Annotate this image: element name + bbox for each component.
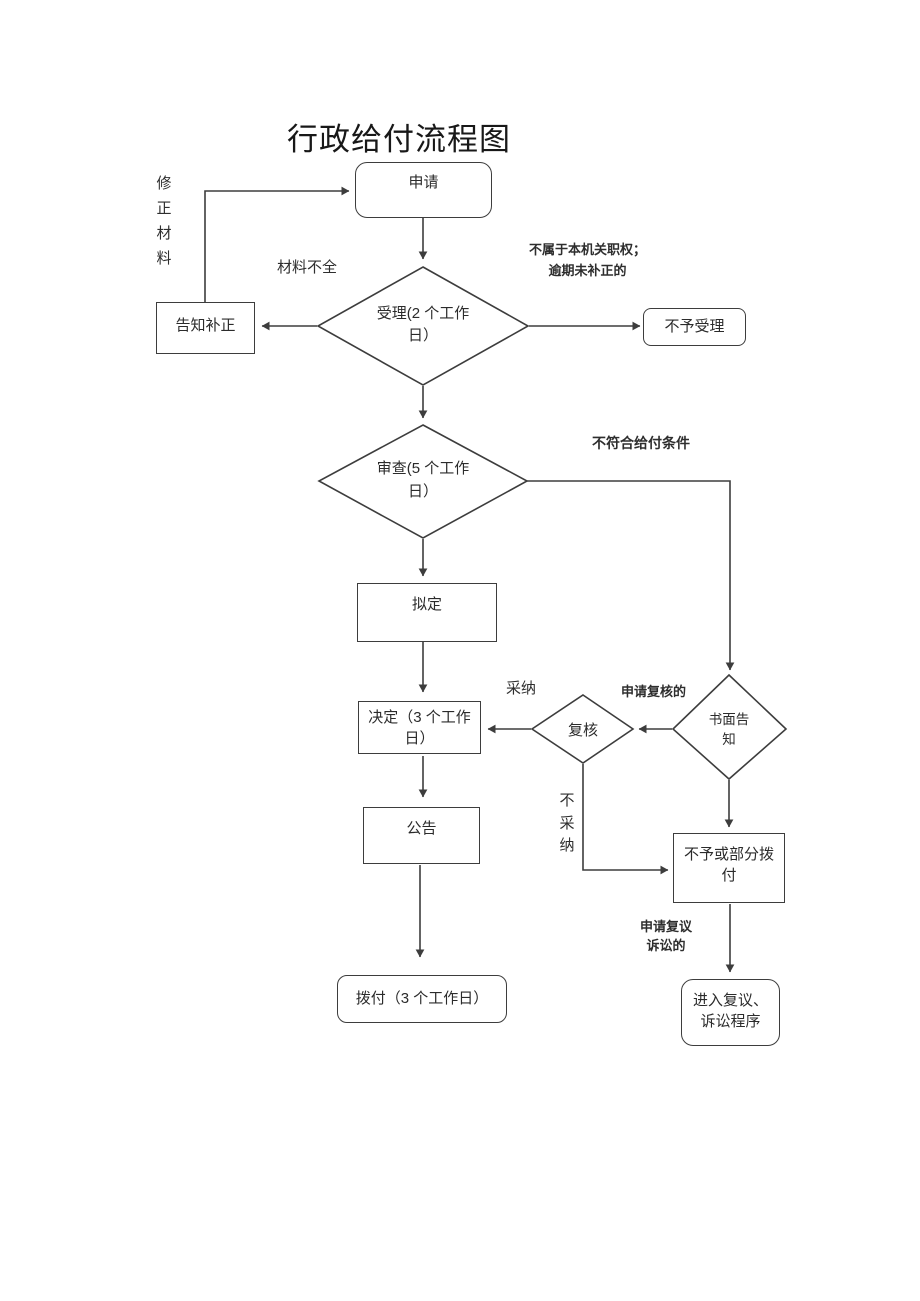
node-announcement: 公告 [363,807,480,864]
written-notice-diamond [671,673,788,781]
accept-diamond [316,266,530,386]
node-disburse: 拨付（3 个工作日） [337,975,507,1023]
node-notify-correction: 告知补正 [156,302,255,354]
edge-label-apply-reconsideration: 申请复议 诉讼的 [639,919,692,953]
node-decision: 决定（3 个工作 日） [358,701,481,754]
edge-label-fix-materials: 修 正 材 料 [156,175,172,267]
accept-diamond-label: 受理(2 个工作 日） [376,305,470,344]
review-diamond [317,424,529,539]
recheck-diamond-label: 复核 [567,722,598,739]
connector-notify-to-apply [204,186,350,302]
connector-recheck-to-refuse [582,764,669,875]
edge-label-adopt: 采纳 [506,680,537,697]
node-draft: 拟定 [357,583,497,642]
written-notice-diamond-label: 书面告 知 [708,712,750,747]
node-apply: 申请 [355,162,492,218]
edge-label-not-adopt: 不 采 纳 [559,792,575,854]
page-title: 行政给付流程图 [287,122,511,158]
edge-label-apply-recheck: 申请复核的 [621,684,687,699]
edge-label-not-authority: 不属于本机关职权； 逾期未补正的 [528,242,646,278]
node-litigation: 进入复议、 诉讼程序 [681,979,780,1046]
review-diamond-label: 审查(5 个工作 日） [376,460,470,500]
node-refuse-or-partial: 不予或部分拨 付 [673,833,785,903]
recheck-diamond [530,694,635,764]
edge-label-not-qualify: 不符合给付条件 [592,435,690,451]
connector-review-to-notice [527,480,735,671]
node-not-accepted: 不予受理 [643,308,746,346]
edge-label-materials-incomplete: 材料不全 [277,259,338,276]
